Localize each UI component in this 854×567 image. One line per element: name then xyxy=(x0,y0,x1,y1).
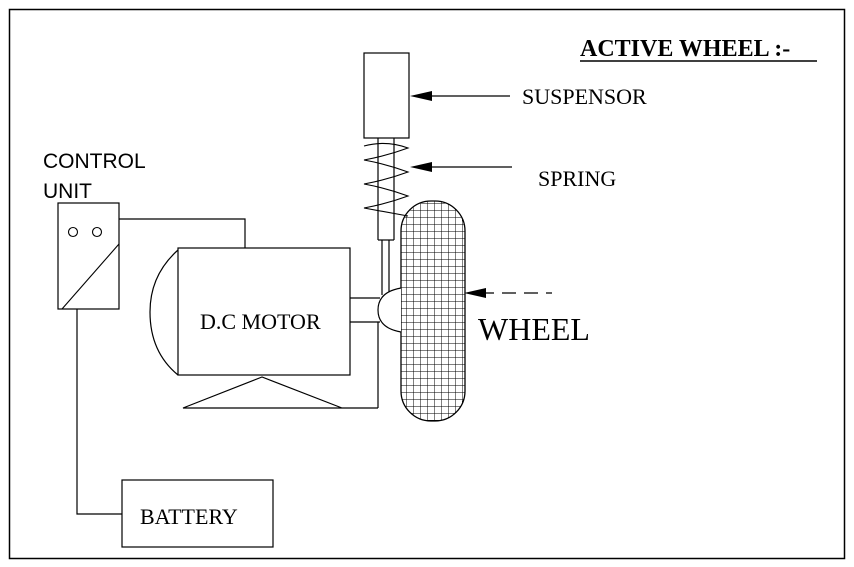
suspension-shaft xyxy=(342,138,395,409)
wheel xyxy=(400,200,466,422)
wheel-arrow xyxy=(464,288,552,298)
motor-shaft xyxy=(350,297,380,323)
control-to-motor-wire xyxy=(119,218,246,248)
suspensor xyxy=(363,52,410,139)
dc-motor-label: D.C MOTOR xyxy=(200,309,321,334)
control-unit-label-line1: CONTROL xyxy=(43,150,146,173)
suspensor-label: SUSPENSOR xyxy=(522,84,647,109)
control-unit-indicator-light xyxy=(91,226,103,238)
spring-arrow xyxy=(410,162,512,172)
control-to-battery-wire xyxy=(76,309,122,515)
wheel-label: WHEEL xyxy=(478,311,590,347)
battery-label: BATTERY xyxy=(140,504,238,529)
motor-base xyxy=(182,376,343,409)
dc-motor xyxy=(149,247,351,376)
control-unit-label-line2: UNIT xyxy=(43,180,92,203)
control-unit xyxy=(57,202,120,310)
suspensor-arrow xyxy=(410,91,510,101)
battery xyxy=(121,479,274,548)
wheel-hub xyxy=(377,287,402,333)
diagram-title: ACTIVE WHEEL :- xyxy=(580,36,790,62)
spring xyxy=(363,142,410,217)
control-unit-indicator-light xyxy=(67,226,79,238)
diagram-frame xyxy=(8,8,846,560)
spring-label: SPRING xyxy=(538,166,616,191)
